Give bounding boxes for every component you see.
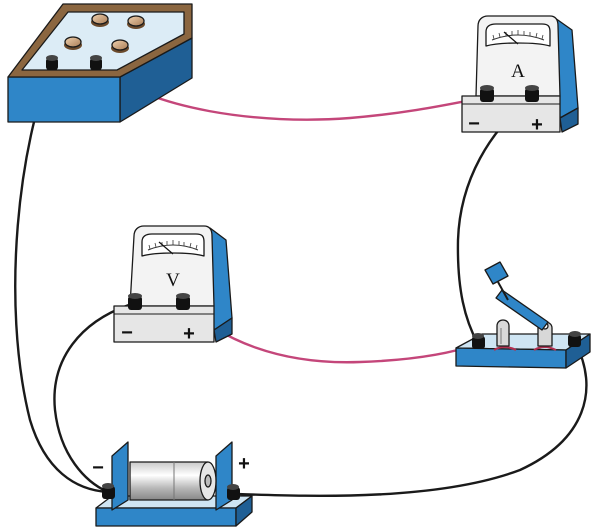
terminal-icon (227, 484, 240, 500)
voltmeter-letter: V (166, 270, 180, 291)
terminal-icon (128, 293, 142, 310)
wire-voltmeter-to-battery (53, 301, 137, 494)
battery-holder: − + (92, 441, 253, 527)
voltmeter-plus-sign: + (183, 323, 195, 345)
ammeter-letter: A (511, 61, 525, 82)
battery-minus-sign: − (92, 457, 104, 479)
terminal-icon (472, 333, 485, 349)
voltmeter-minus-sign: − (121, 322, 133, 344)
knife-switch (455, 261, 591, 369)
ammeter: A − + (461, 15, 579, 136)
battery-plus-sign: + (238, 453, 250, 475)
wire-switch-to-battery (234, 340, 588, 497)
ammeter-minus-sign: − (468, 113, 480, 135)
wire-rheostat-to-battery (14, 64, 110, 494)
voltmeter: V − + (113, 225, 233, 345)
terminal-icon (525, 85, 539, 102)
terminal-icon (568, 331, 581, 347)
ammeter-plus-sign: + (531, 114, 543, 136)
terminal-icon (46, 55, 58, 70)
terminal-icon (176, 293, 190, 310)
knob-icon (111, 39, 129, 53)
terminal-icon (90, 55, 102, 70)
knob-icon (64, 36, 82, 50)
knob-icon (127, 15, 145, 29)
knob-icon (91, 13, 109, 27)
battery-cell-icon (129, 461, 217, 501)
terminal-icon (480, 85, 494, 102)
terminal-icon (102, 483, 115, 499)
resistance-box (7, 3, 193, 123)
